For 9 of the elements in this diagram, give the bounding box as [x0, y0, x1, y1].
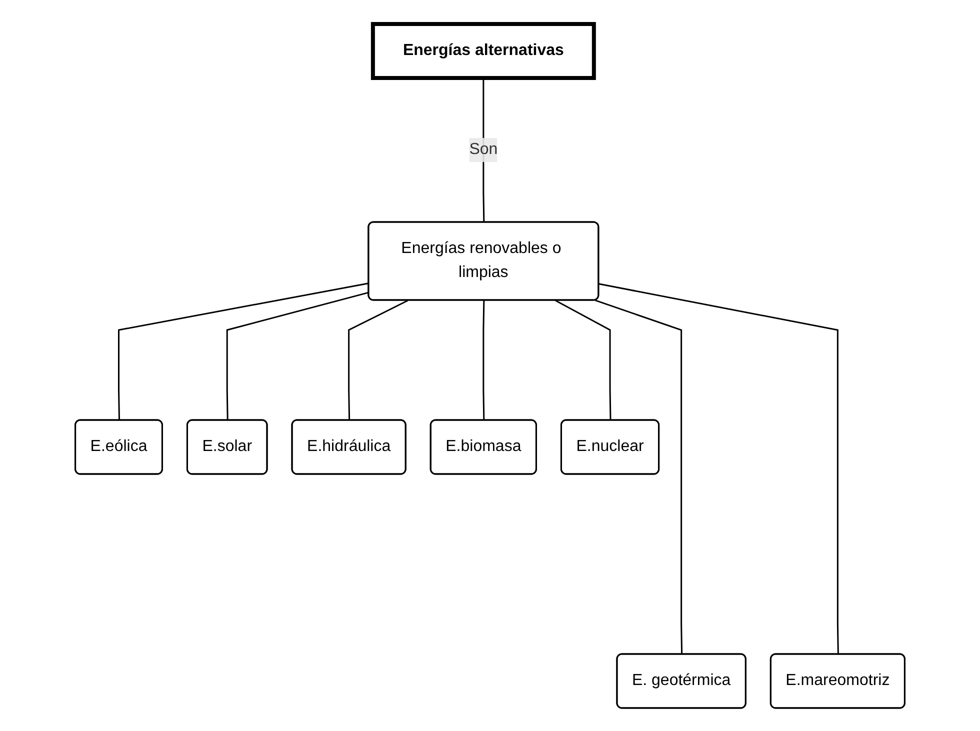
edge-label: Son: [469, 140, 498, 158]
connector: [595, 299, 683, 654]
connector: [598, 282, 839, 654]
connector: [482, 300, 485, 420]
node-box: Energías alternativas: [370, 22, 596, 80]
connector: [348, 299, 408, 420]
connector: [118, 282, 370, 420]
connector: [555, 299, 612, 420]
connector: [226, 291, 370, 420]
